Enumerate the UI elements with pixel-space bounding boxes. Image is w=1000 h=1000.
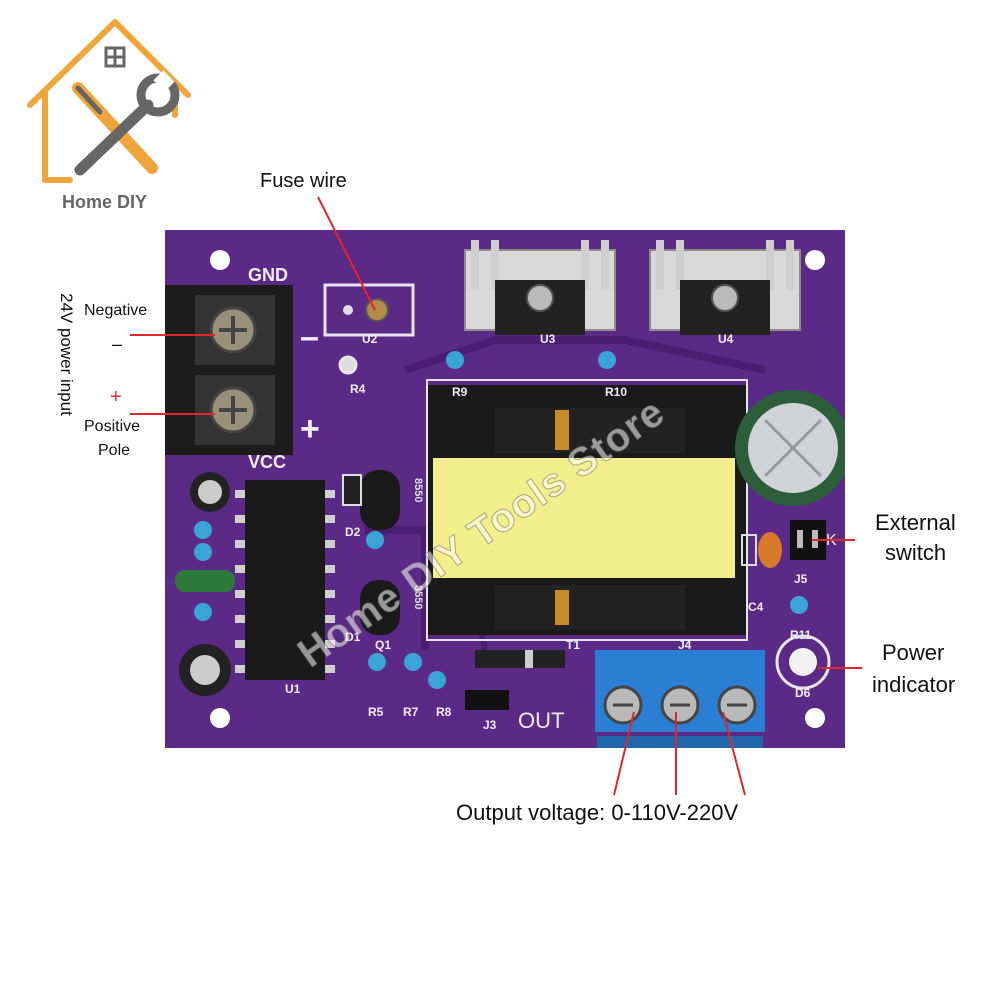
- silk-t1: T1: [566, 638, 581, 652]
- label-fuse-wire: Fuse wire: [260, 170, 347, 192]
- silk-out: OUT: [518, 708, 565, 733]
- silk-r9: R9: [452, 385, 468, 399]
- label-positive-sign: +: [110, 386, 122, 408]
- silk-r4: R4: [350, 382, 366, 396]
- silk-q1: Q1: [375, 638, 392, 652]
- silk-r10: R10: [605, 385, 628, 399]
- silk-j5: J5: [794, 572, 808, 586]
- silk-u3: U3: [540, 332, 556, 346]
- silk-u1: U1: [285, 682, 301, 696]
- silk-d6: D6: [795, 686, 811, 700]
- brand-logo: Home DIY: [10, 10, 200, 220]
- silk-r11: R11: [790, 628, 812, 642]
- label-power-indicator-line2: indicator: [872, 672, 956, 697]
- brand-name: Home DIY: [62, 192, 148, 212]
- label-external-switch-line1: External: [875, 510, 956, 535]
- silk-u2: U2: [362, 332, 378, 346]
- silk-d2: D2: [345, 525, 361, 539]
- label-power-indicator-line1: Power: [882, 640, 945, 665]
- silk-gnd: GND: [248, 265, 288, 285]
- silk-j4: J4: [678, 638, 692, 652]
- silk-r8: R8: [436, 705, 452, 719]
- input-terminal: [165, 285, 293, 455]
- house-wrench-icon: [27, 19, 191, 183]
- silk-plus: +: [300, 410, 320, 448]
- silk-k: K: [826, 532, 837, 549]
- label-power-input: 24V power input: [57, 293, 76, 416]
- label-positive-line1: Positive: [84, 418, 141, 435]
- label-positive-line2: Pole: [98, 442, 131, 459]
- silk-8550-a: 8550: [412, 478, 424, 503]
- output-terminal: [595, 650, 765, 748]
- pcb-board: [165, 230, 845, 748]
- silk-c4: C4: [748, 600, 764, 614]
- silk-j3: J3: [483, 718, 497, 732]
- silk-vcc: VCC: [248, 452, 287, 472]
- silk-r7: R7: [403, 705, 419, 719]
- silk-u4: U4: [718, 332, 734, 346]
- label-negative-sign: –: [112, 334, 123, 354]
- silk-r5: R5: [368, 705, 384, 719]
- label-external-switch-line2: switch: [885, 540, 947, 565]
- silk-minus: –: [300, 318, 319, 356]
- label-output-voltage: Output voltage: 0-110V-220V: [456, 800, 739, 825]
- heatsink-u4: [649, 240, 801, 335]
- silk-d1: D1: [345, 630, 361, 644]
- label-negative: Negative: [84, 302, 148, 319]
- heatsink-u3: [464, 240, 616, 335]
- transformer-t1: [426, 379, 748, 641]
